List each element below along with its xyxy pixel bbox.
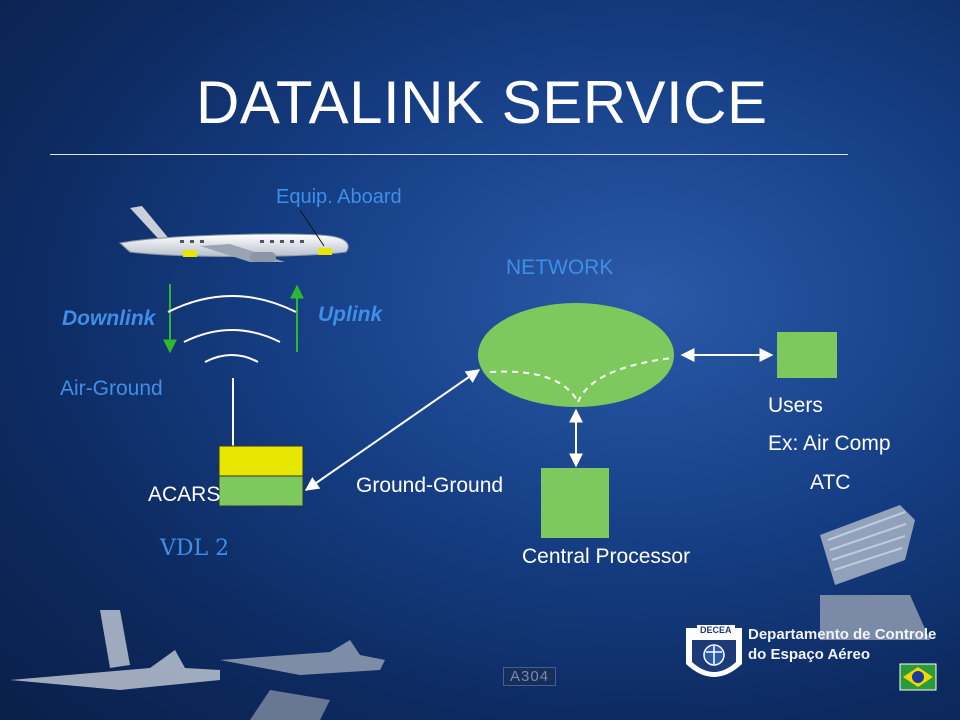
decea-emblem-icon — [686, 628, 742, 677]
vdl2-label: VDL 2 — [160, 536, 230, 561]
acars-yellow-block — [218, 445, 304, 477]
acars-green-block — [218, 475, 304, 507]
network-dashed-links — [489, 357, 673, 403]
atc-label: ATC — [810, 471, 851, 494]
air-ground-label: Air-Ground — [60, 377, 163, 400]
users-label: Users — [768, 394, 823, 417]
acars-label: ACARS — [148, 483, 221, 506]
example-label: Ex: Air Comp — [768, 432, 891, 455]
radio-waves-icon — [167, 295, 297, 363]
radar-antenna-icon — [820, 505, 930, 640]
uplink-label: Uplink — [318, 303, 383, 326]
fighter-jets-icon — [10, 610, 385, 720]
network-cloud — [478, 303, 674, 407]
org-name-line2: do Espaço Aéreo — [748, 646, 870, 663]
central-processor-node — [541, 468, 609, 538]
downlink-label: Downlink — [62, 307, 156, 330]
equip-aboard-label: Equip. Aboard — [276, 186, 402, 208]
decea-logo-text: DECEA — [697, 625, 735, 635]
ground-ground-arrow — [304, 369, 481, 491]
brazil-flag-icon — [899, 663, 937, 691]
title-underline — [50, 154, 848, 155]
central-processor-label: Central Processor — [522, 545, 691, 568]
users-node — [777, 332, 837, 378]
org-name-line1: Departamento de Controle — [748, 626, 937, 643]
slide-title: DATALINK SERVICE — [196, 69, 768, 136]
ground-ground-label: Ground-Ground — [356, 474, 504, 497]
network-label: NETWORK — [506, 256, 614, 279]
aircraft-tail-text: A304 — [503, 667, 557, 686]
airliner-icon — [118, 206, 349, 262]
